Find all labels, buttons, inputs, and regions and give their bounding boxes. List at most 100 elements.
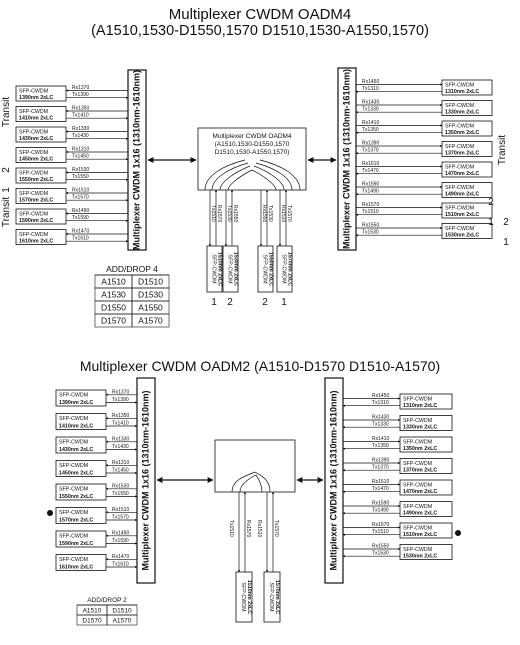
sfp-module	[15, 188, 67, 204]
rx-wavelength: Rx1350	[72, 106, 89, 112]
mux-box	[337, 67, 357, 251]
rx-wavelength: Rx1310	[72, 147, 89, 153]
sfp-wavelength-label: 1490nm 2xLC	[445, 191, 479, 197]
sfp-wavelength-label: 1450nm 2xLC	[59, 470, 93, 476]
sfp-module	[55, 483, 107, 501]
drop-fiber-label-a: Tx1510	[228, 520, 234, 537]
fiber-curve	[211, 162, 249, 191]
drop-module	[222, 245, 239, 293]
sfp-type-label: SFP-CWDM	[403, 547, 432, 553]
fiber-curve	[255, 474, 263, 493]
rx-wavelength: Rx1570	[362, 202, 379, 208]
rx-wavelength: Rx1610	[372, 479, 389, 485]
sfp-type-label: SFP-CWDM	[59, 510, 88, 516]
sfp-wavelength-label: 1510nm 2xLC	[445, 212, 479, 218]
drop-fiber-label-b: Tx1570	[286, 205, 292, 222]
drop-fiber-label-a: Rx1510	[256, 520, 262, 537]
rx-wavelength: Rx1370	[72, 85, 89, 91]
group-1-label-right-b: 1	[503, 237, 509, 248]
drop-module-type: SFP-CWDM	[240, 582, 246, 611]
sfp-wavelength-label: 1350nm 2xLC	[445, 130, 479, 136]
diagram2-title: Multiplexer CWDM OADM2 (A1510-D1570 D151…	[79, 358, 441, 374]
adddrop4-table-title: ADD/DROP 4	[106, 264, 158, 274]
drop-module	[276, 245, 293, 293]
fiber-curve	[254, 471, 271, 493]
sfp-wavelength-label: 1490nm 2xLC	[403, 510, 437, 516]
drop-fiber-label-b: Rx1570	[216, 205, 222, 222]
sfp-type-label: SFP-CWDM	[445, 164, 474, 170]
drop-module-number: 2	[262, 297, 268, 308]
group-1-label-left: 1	[1, 187, 12, 193]
sfp-type-label: SFP-CWDM	[59, 487, 88, 493]
sfp-module	[55, 436, 107, 454]
table-cell-text: A1510	[101, 276, 126, 286]
sfp-module	[15, 147, 67, 163]
sfp-module	[399, 458, 453, 474]
tx-wavelength: Tx1590	[72, 215, 89, 221]
sfp-wavelength-label: 1470nm 2xLC	[445, 171, 479, 177]
sfp-module	[441, 223, 493, 239]
sfp-type-label: SFP-CWDM	[59, 557, 88, 563]
rx-wavelength: Rx1310	[112, 460, 129, 466]
rx-wavelength: Rx1610	[362, 161, 379, 167]
rx-wavelength: Rx1590	[362, 182, 379, 188]
sfp-wavelength-label: 1550nm 2xLC	[19, 177, 53, 183]
tx-wavelength: Tx1550	[72, 174, 89, 180]
sfp-type-label: SFP-CWDM	[19, 170, 48, 176]
sfp-type-label: SFP-CWDM	[59, 440, 88, 446]
rx-wavelength: Rx1570	[372, 522, 389, 528]
fiber-curve	[219, 165, 251, 191]
drop-module	[257, 245, 274, 293]
table-cell	[131, 313, 170, 328]
sfp-module	[15, 126, 67, 143]
mux-box	[136, 377, 156, 584]
rx-wavelength: Rx1590	[372, 501, 389, 507]
rx-wavelength: Rx1430	[372, 415, 389, 421]
sfp-module	[399, 415, 453, 431]
rx-wavelength: Rx1550	[372, 544, 389, 550]
sfp-type-label: SFP-CWDM	[403, 461, 432, 467]
table-cell-text: A1550	[138, 302, 163, 312]
table-cell-text: D1570	[82, 617, 102, 624]
table-cell-text: A1570	[113, 617, 132, 624]
drop-module-type: SFP-CWDM	[268, 582, 274, 611]
drop-module-wavelength: 1530nm 2xLC	[233, 252, 239, 286]
sfp-module	[15, 85, 67, 102]
sfp-wavelength-label: 1470nm 2xLC	[403, 489, 437, 495]
fiber-curve	[231, 471, 256, 493]
sfp-module	[399, 501, 453, 517]
mux-label: Multiplexer CWDM 1x16 (1310nm-1610nm)	[341, 69, 351, 249]
sfp-type-label: SFP-CWDM	[19, 211, 48, 217]
tx-wavelength: Tx1390	[72, 92, 89, 98]
sfp-wavelength-label: 1370nm 2xLC	[403, 467, 437, 473]
sfp-type-label: SFP-CWDM	[403, 396, 432, 402]
tx-wavelength: Tx1570	[112, 514, 129, 520]
sfp-wavelength-label: 1570nm 2xLC	[19, 197, 53, 203]
drop-fiber-label-a: Tx1510	[210, 205, 216, 222]
drop-module-type: SFP-CWDM	[262, 254, 268, 283]
tx-wavelength: Tx1570	[72, 195, 89, 201]
diagram1-subtitle: (A1510,1530-D1550,1570 D1510,1530-A1550,…	[91, 23, 429, 39]
drop-module-type: SFP-CWDM	[281, 254, 287, 283]
sfp-module	[15, 106, 67, 122]
rx-wavelength: Rx1490	[72, 208, 89, 214]
tx-wavelength: Tx1490	[362, 189, 379, 195]
tx-wavelength: Tx1610	[72, 236, 89, 242]
table-cell-text: D1550	[101, 302, 126, 312]
sfp-wavelength-label: 1610nm 2xLC	[59, 564, 93, 570]
tx-wavelength: Tx1370	[362, 148, 379, 154]
rx-wavelength: Rx1430	[362, 100, 379, 106]
oadm2-box	[214, 439, 296, 493]
oadm4-box-line3: D1510,1530-A1550,1570)	[215, 149, 290, 156]
tx-wavelength: Tx1490	[372, 508, 389, 514]
drop-module	[235, 571, 253, 623]
sfp-module	[55, 507, 107, 524]
sfp-type-label: SFP-CWDM	[403, 482, 432, 488]
fiber-curve	[259, 159, 301, 191]
drop-module-number: 1	[211, 297, 217, 308]
marker-dot-left	[47, 510, 53, 516]
rx-wavelength: Rx1410	[362, 120, 379, 126]
sfp-type-label: SFP-CWDM	[445, 123, 474, 129]
fiber-curve	[255, 162, 293, 191]
